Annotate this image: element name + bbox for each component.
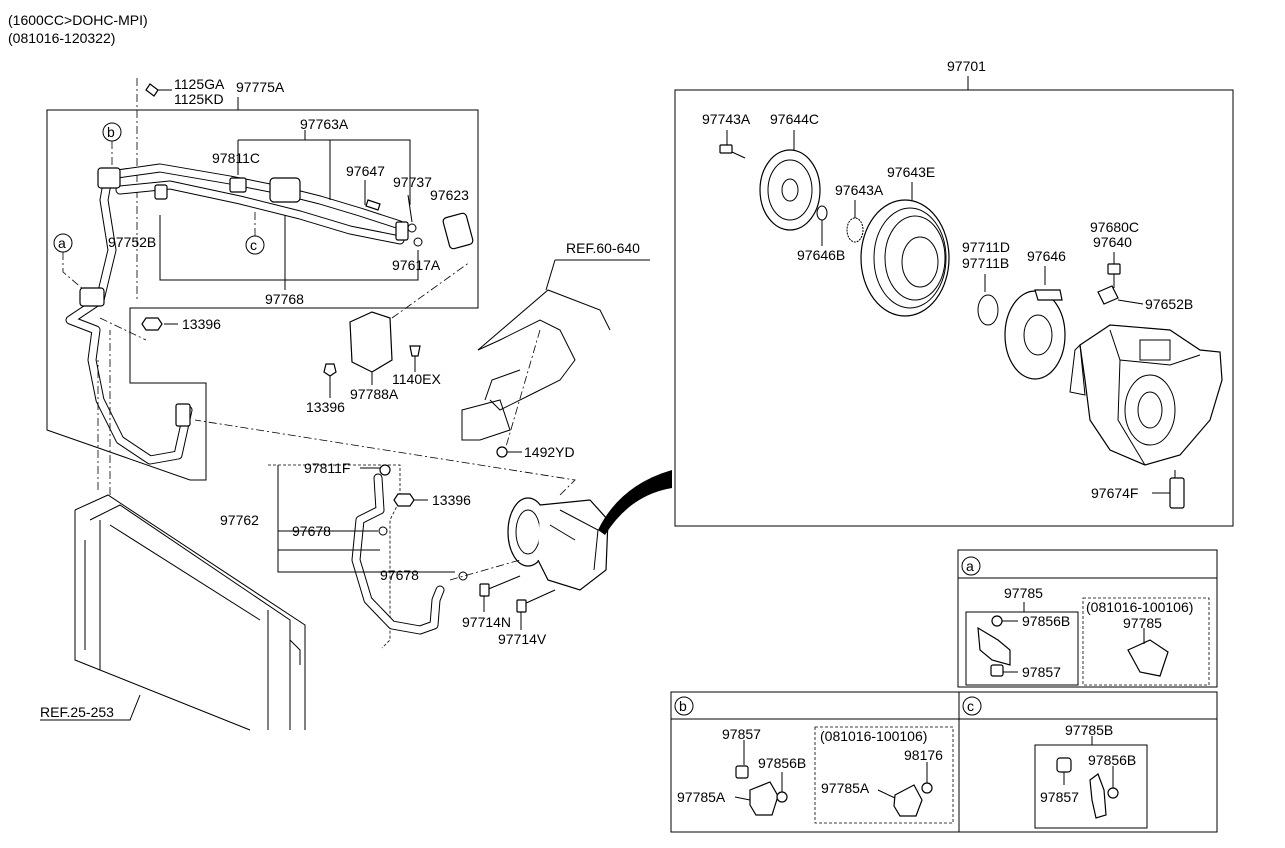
label-97711d: 97711D [962, 239, 1010, 255]
label-97811f: 97811F [304, 460, 350, 476]
detail-b-alt-range: (081016-100106) [820, 728, 927, 744]
ref-25-253[interactable]: REF.25-253 [40, 704, 114, 720]
label-97678-lower: 97678 [380, 567, 419, 583]
label-97647: 97647 [346, 163, 385, 179]
label-97763a: 97763A [300, 116, 349, 132]
callout-b-marker: b [102, 122, 122, 170]
callout-c-marker: c [245, 212, 265, 255]
compressor-detail-box [674, 89, 1234, 527]
detail-a-97857: 97857 [1022, 664, 1061, 680]
label-1125kd: 1125KD [174, 91, 224, 107]
callout-c-letter: c [250, 237, 257, 253]
callout-b-letter: b [107, 124, 115, 140]
compressor-exploded [719, 130, 1223, 509]
label-97768: 97768 [265, 291, 304, 307]
detail-a-97856b: 97856B [1022, 613, 1070, 629]
bracket-97788a [323, 261, 471, 398]
detail-b-97857: 97857 [722, 726, 761, 742]
detail-c-97856b: 97856B [1088, 752, 1136, 768]
callout-a-marker: a [53, 233, 91, 296]
label-97752b: 97752B [108, 234, 156, 250]
clip-1492yd [496, 446, 522, 458]
detail-b-alt-98176: 98176 [904, 747, 943, 763]
label-97714n: 97714N [462, 614, 511, 630]
label-97788a: 97788A [350, 386, 399, 402]
detail-a-alt-97785: 97785 [1123, 615, 1162, 631]
label-97678-upper: 97678 [292, 523, 331, 539]
label-97646b: 97646B [797, 247, 845, 263]
detail-b-97856b: 97856B [758, 755, 806, 771]
detail-a-box: a [957, 549, 1218, 688]
label-97640: 97640 [1093, 234, 1132, 250]
suction-hose-panel [46, 109, 479, 481]
body-panel-ref-60-640 [461, 259, 650, 451]
label-13396-lower: 13396 [432, 492, 471, 508]
detail-c-tag: c [967, 698, 974, 714]
compressor-small [194, 419, 609, 591]
label-97743a: 97743A [702, 111, 751, 127]
engine-spec: (1600CC>DOHC-MPI) [8, 12, 148, 28]
label-1492yd: 1492YD [524, 444, 575, 460]
label-97674f: 97674F [1091, 485, 1138, 501]
label-1140ex: 1140EX [392, 371, 441, 387]
pressure-sensor-97623 [365, 199, 474, 250]
label-97762: 97762 [220, 512, 259, 528]
date-range: (081016-120322) [8, 30, 115, 46]
detail-b-tag: b [679, 698, 687, 714]
label-97643e: 97643E [887, 164, 935, 180]
condenser-ref-25-253 [40, 330, 306, 731]
detail-a-alt-range: (081016-100106) [1086, 599, 1193, 615]
bolt-1125ga [136, 78, 172, 300]
detail-b-97785a: 97785A [677, 789, 726, 805]
label-97811c: 97811C [212, 150, 260, 166]
label-97775a: 97775A [236, 79, 285, 95]
detail-c-97857: 97857 [1040, 789, 1079, 805]
suction-hose-drawing [65, 163, 409, 465]
label-97617a: 97617A [392, 257, 441, 273]
discharge-hose-drawing [268, 464, 468, 649]
label-13396-mid: 13396 [306, 399, 345, 415]
label-97711b: 97711B [962, 255, 1009, 271]
label-97701: 97701 [947, 58, 986, 74]
bolts-97714 [479, 575, 556, 630]
detail-a-tag: a [966, 558, 974, 574]
label-97644c: 97644C [770, 111, 819, 127]
nut-13396-upper [99, 317, 178, 341]
label-97652b: 97652B [1145, 296, 1193, 312]
detail-c-97785b: 97785B [1065, 722, 1113, 738]
label-97680c: 97680C [1090, 219, 1139, 235]
detail-a-97785: 97785 [1004, 585, 1043, 601]
detail-b-alt-97785a: 97785A [821, 780, 870, 796]
label-1125ga: 1125GA [174, 76, 225, 92]
nut-13396-lower [393, 493, 428, 507]
label-97623: 97623 [430, 187, 469, 203]
ref-60-640[interactable]: REF.60-640 [566, 240, 640, 256]
label-13396-upper: 13396 [182, 316, 221, 332]
label-97714v: 97714V [498, 631, 547, 647]
label-97737: 97737 [393, 174, 432, 190]
label-97646: 97646 [1027, 248, 1066, 264]
callout-a-letter: a [58, 235, 66, 251]
pointer-arrow [598, 470, 672, 535]
hose-panel-leaders [159, 130, 419, 290]
detail-c-box: c [958, 691, 1218, 833]
label-97643a: 97643A [835, 182, 884, 198]
